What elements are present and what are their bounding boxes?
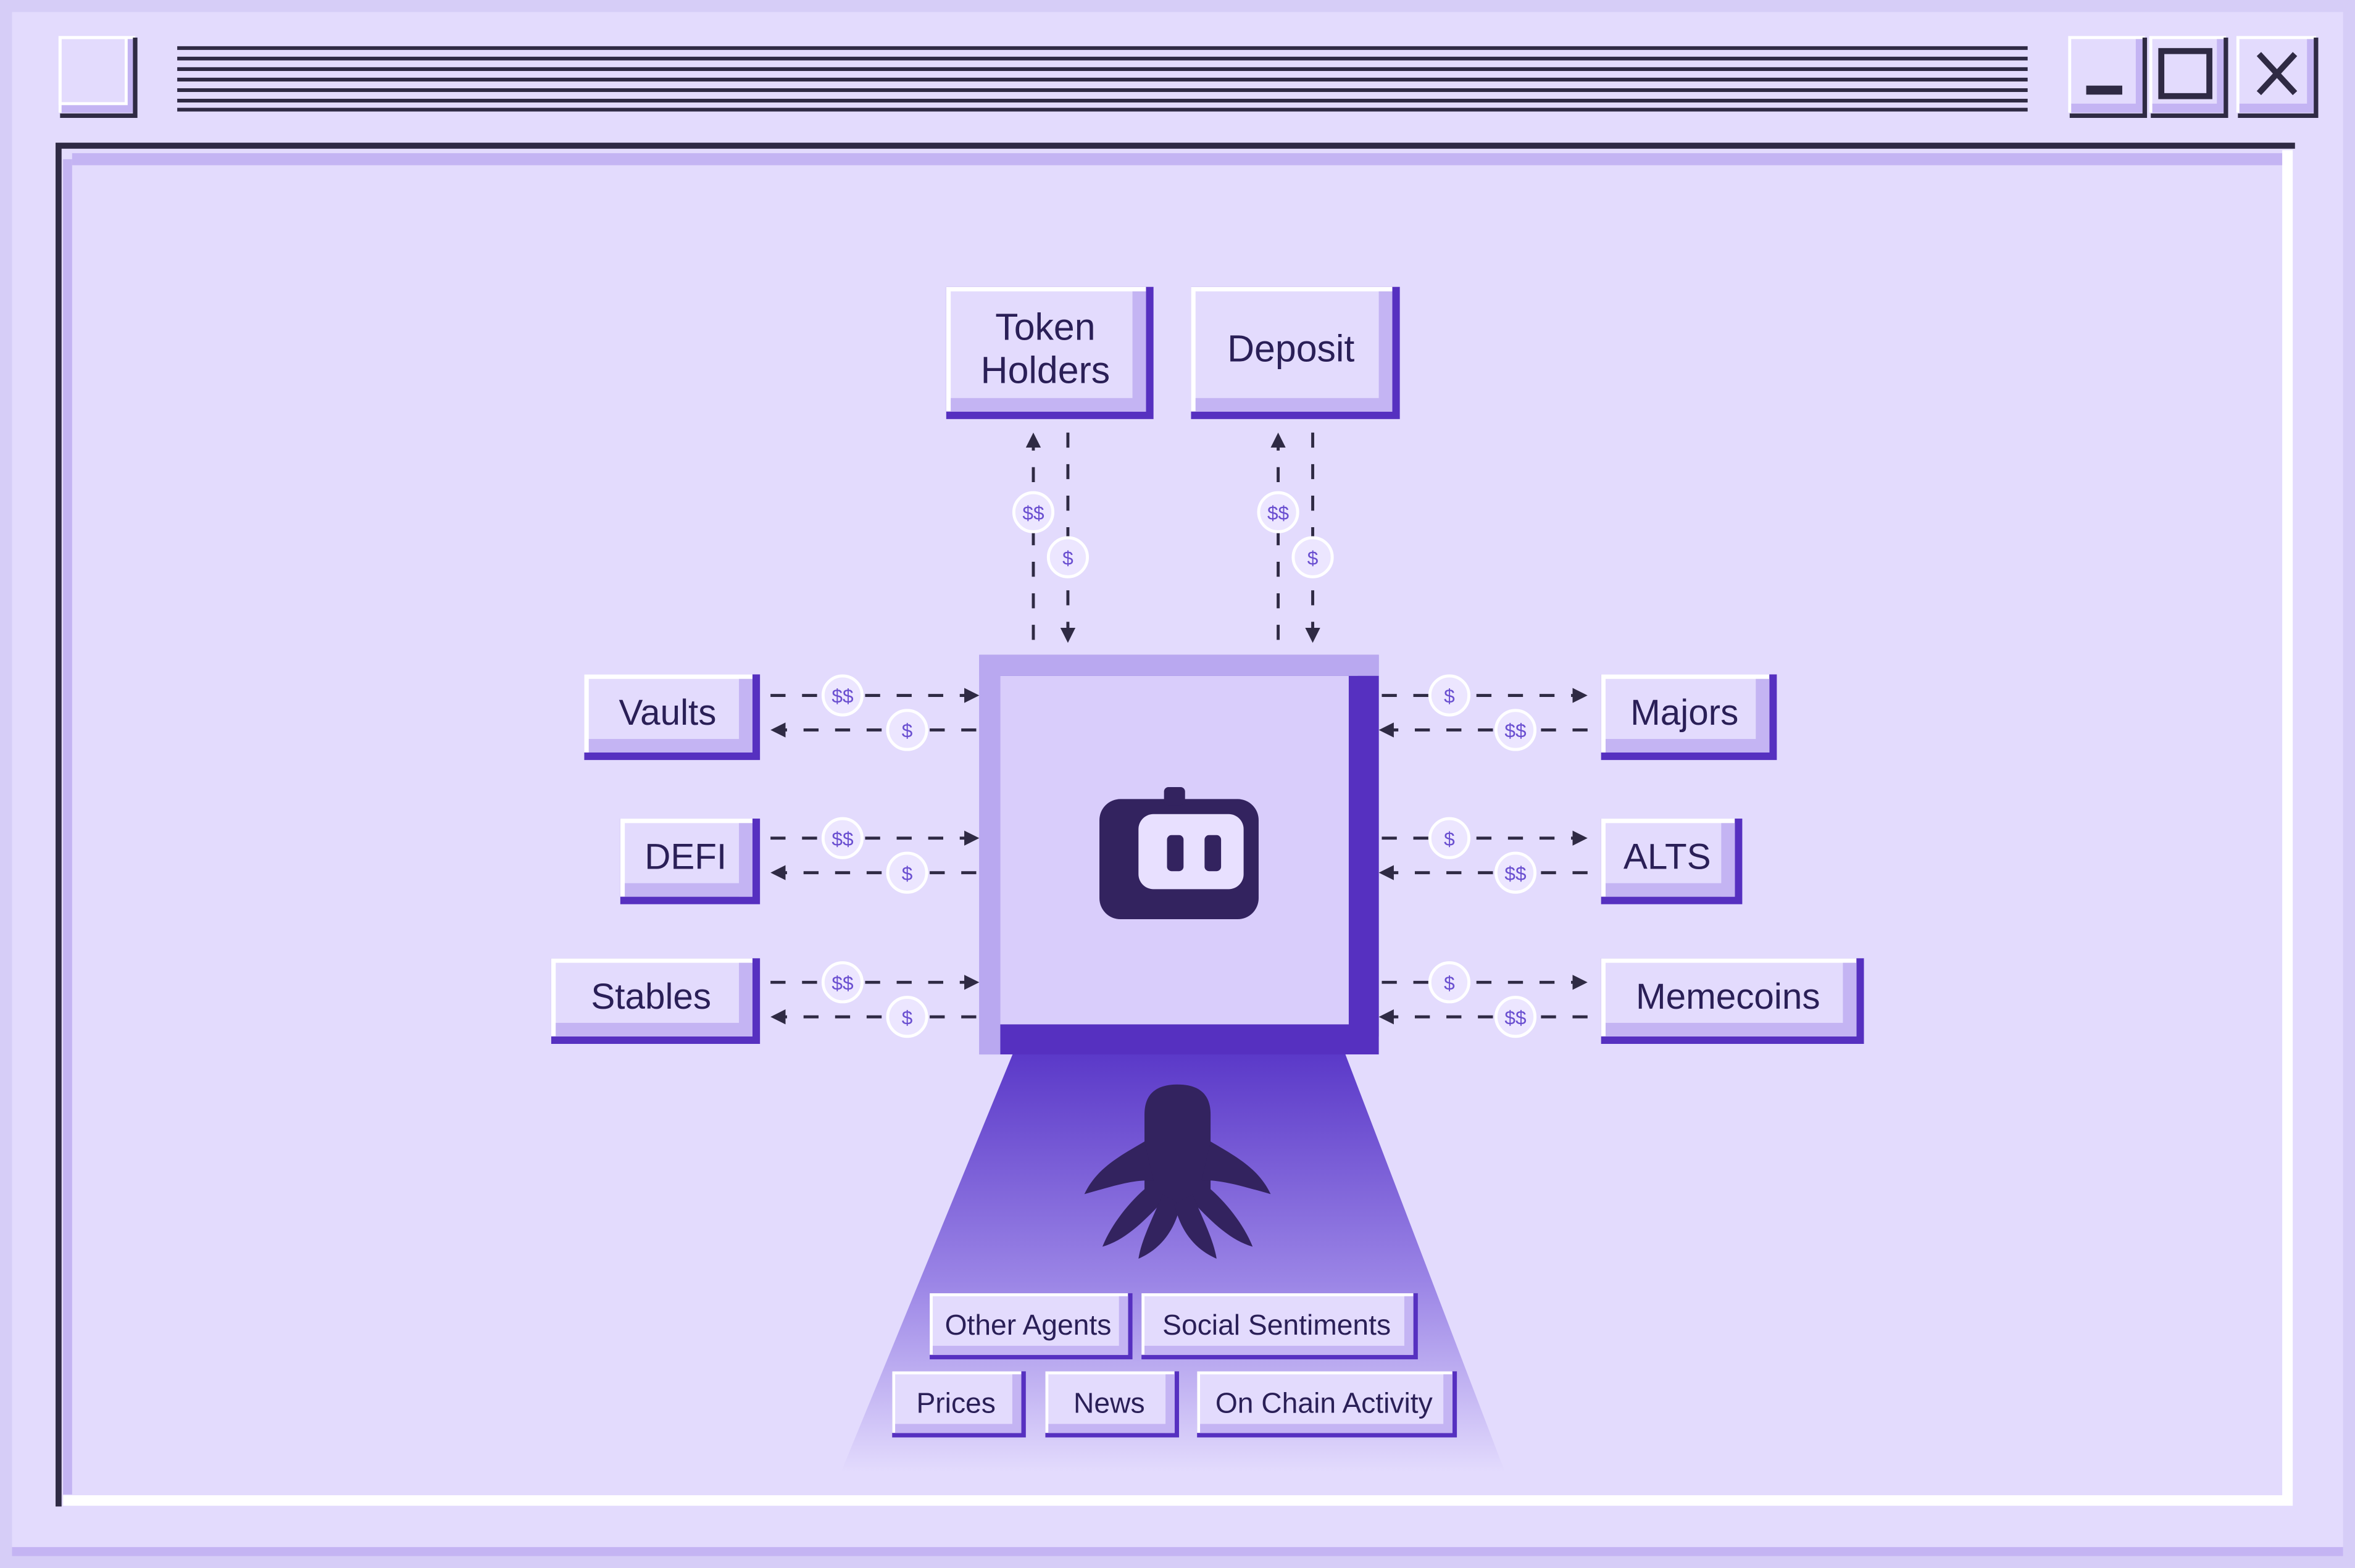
node-alts[interactable]: ALTS (1601, 819, 1743, 904)
coin-out-stables-text: $$ (832, 972, 854, 994)
coin-in-vaults-text: $ (902, 720, 913, 742)
maximize-icon[interactable] (2149, 36, 2228, 118)
node-stables[interactable]: Stables (551, 958, 761, 1045)
input-tag-social-sentiments-label: Social Sentiments (1162, 1309, 1391, 1341)
coin-up-deposit-text: $$ (1267, 502, 1290, 524)
node-stables-label: Stables (591, 977, 711, 1017)
coin-out-memecoins: $ (1428, 961, 1471, 1004)
input-tag-other-agents: Other Agents (930, 1293, 1133, 1359)
node-defi-label: DEFI (644, 837, 727, 877)
input-tag-news-label: News (1073, 1387, 1145, 1419)
coin-down-token-holders-text: $ (1062, 547, 1073, 569)
node-deposit-label: Deposit (1227, 327, 1354, 369)
flow-connectors: $$$$$$$$$$$$$$$$$$$$$$$$ (770, 432, 1588, 1038)
node-memecoins[interactable]: Memecoins (1601, 958, 1864, 1045)
coin-in-alts-text: $$ (1504, 862, 1527, 885)
coin-down-deposit: $ (1291, 536, 1334, 578)
coin-out-vaults: $$ (821, 674, 864, 717)
hand-icon (1084, 1084, 1271, 1259)
coin-out-vaults-text: $$ (832, 685, 854, 707)
input-tag-on-chain-activity-label: On Chain Activity (1215, 1387, 1433, 1419)
node-deposit[interactable]: Deposit (1191, 286, 1400, 419)
node-token-holders-label: Holders (981, 349, 1111, 391)
node-defi[interactable]: DEFI (620, 819, 761, 904)
coin-out-stables: $$ (821, 961, 864, 1004)
coin-in-vaults: $ (886, 709, 928, 751)
agent-box[interactable] (979, 654, 1379, 1055)
input-tag-social-sentiments: Social Sentiments (1141, 1293, 1418, 1359)
coin-up-token-holders: $$ (1012, 491, 1055, 533)
coin-in-majors-text: $$ (1504, 720, 1527, 742)
node-vaults-label: Vaults (619, 693, 717, 733)
node-memecoins-label: Memecoins (1636, 977, 1820, 1017)
coin-out-alts-text: $ (1444, 828, 1455, 850)
coin-out-alts: $ (1428, 817, 1471, 859)
node-majors-label: Majors (1630, 693, 1738, 733)
coin-out-defi: $$ (821, 817, 864, 859)
titlebar[interactable] (58, 36, 2319, 118)
coin-out-majors-text: $ (1444, 685, 1455, 707)
input-tag-prices: Prices (892, 1371, 1026, 1438)
input-tag-other-agents-label: Other Agents (945, 1309, 1112, 1341)
input-tag-prices-label: Prices (916, 1387, 995, 1419)
node-vaults[interactable]: Vaults (584, 674, 761, 761)
robot-face-icon (1099, 786, 1259, 920)
coin-up-token-holders-text: $$ (1022, 502, 1044, 524)
coin-out-majors: $ (1428, 674, 1471, 717)
input-beam (841, 1051, 1505, 1472)
coin-in-defi: $ (886, 851, 928, 894)
coin-up-deposit: $$ (1257, 491, 1299, 533)
node-majors[interactable]: Majors (1601, 674, 1777, 761)
input-tag-on-chain-activity: On Chain Activity (1197, 1371, 1457, 1438)
coin-out-defi-text: $$ (832, 828, 854, 850)
node-token-holders-label: Token (995, 306, 1095, 348)
minimize-icon[interactable] (2068, 36, 2148, 118)
coin-down-deposit-text: $ (1307, 547, 1319, 569)
title-stripes (177, 46, 2028, 112)
input-tag-news: News (1045, 1371, 1179, 1438)
coin-in-stables: $ (886, 996, 928, 1038)
coin-in-alts: $$ (1494, 851, 1537, 894)
coin-in-memecoins: $$ (1494, 996, 1537, 1038)
window-corner-icon[interactable] (58, 36, 138, 118)
coin-out-memecoins-text: $ (1444, 972, 1455, 994)
coin-down-token-holders: $ (1046, 536, 1089, 578)
coin-in-stables-text: $ (902, 1006, 913, 1028)
coin-in-defi-text: $ (902, 862, 913, 885)
close-icon[interactable] (2236, 36, 2319, 118)
coin-in-memecoins-text: $$ (1504, 1006, 1527, 1028)
node-alts-label: ALTS (1623, 837, 1711, 877)
coin-in-majors: $$ (1494, 709, 1537, 751)
